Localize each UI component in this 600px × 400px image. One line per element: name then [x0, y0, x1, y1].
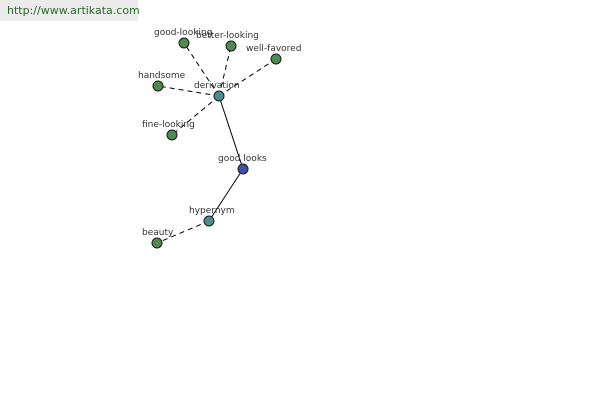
node-dot-good-looks[interactable] — [237, 163, 249, 175]
node-dot-derivation[interactable] — [213, 90, 225, 102]
node-beauty[interactable]: beauty — [142, 228, 174, 249]
node-dot-handsome[interactable] — [152, 80, 164, 92]
node-layer: good looks derivation hypernym good-looking… — [138, 28, 301, 249]
node-dot-beauty[interactable] — [151, 237, 163, 249]
node-dot-hypernym[interactable] — [203, 215, 215, 227]
node-hypernym[interactable]: hypernym — [189, 206, 235, 227]
edge-good-looks-to-hypernym — [208, 168, 244, 222]
node-label-good-looking: good-looking — [154, 28, 212, 38]
node-better-looking[interactable]: better-looking — [196, 31, 259, 52]
node-label-better-looking: better-looking — [196, 31, 259, 41]
node-label-derivation: derivation — [194, 81, 240, 91]
node-fine-looking[interactable]: fine-looking — [142, 120, 195, 141]
node-label-fine-looking: fine-looking — [142, 120, 195, 130]
node-good-looking[interactable]: good-looking — [154, 28, 212, 49]
node-label-well-favored: well-favored — [246, 44, 301, 54]
edge-good-looks-to-derivation — [218, 95, 244, 170]
node-good-looks[interactable]: good looks — [218, 154, 267, 175]
node-label-handsome: handsome — [138, 71, 186, 81]
edge-derivation-to-handsome — [157, 85, 220, 97]
edge-derivation-to-good-looking — [183, 42, 220, 97]
node-label-good-looks: good looks — [218, 154, 267, 164]
edge-derivation-to-well-favored — [218, 58, 277, 97]
node-derivation[interactable]: derivation — [194, 81, 240, 102]
node-label-beauty: beauty — [142, 228, 174, 238]
node-label-hypernym: hypernym — [189, 206, 235, 216]
node-handsome[interactable]: handsome — [138, 71, 186, 92]
node-well-favored[interactable]: well-favored — [246, 44, 301, 65]
node-dot-better-looking[interactable] — [225, 40, 237, 52]
node-dot-well-favored[interactable] — [270, 53, 282, 65]
edge-hypernym-to-beauty — [156, 220, 210, 244]
node-dot-fine-looking[interactable] — [166, 129, 178, 141]
node-dot-good-looking[interactable] — [178, 37, 190, 49]
edge-layer — [156, 42, 277, 244]
edge-derivation-to-fine-looking — [171, 95, 220, 136]
url-banner: http://www.artikata.com — [0, 0, 140, 21]
url-text: http://www.artikata.com — [7, 4, 140, 17]
